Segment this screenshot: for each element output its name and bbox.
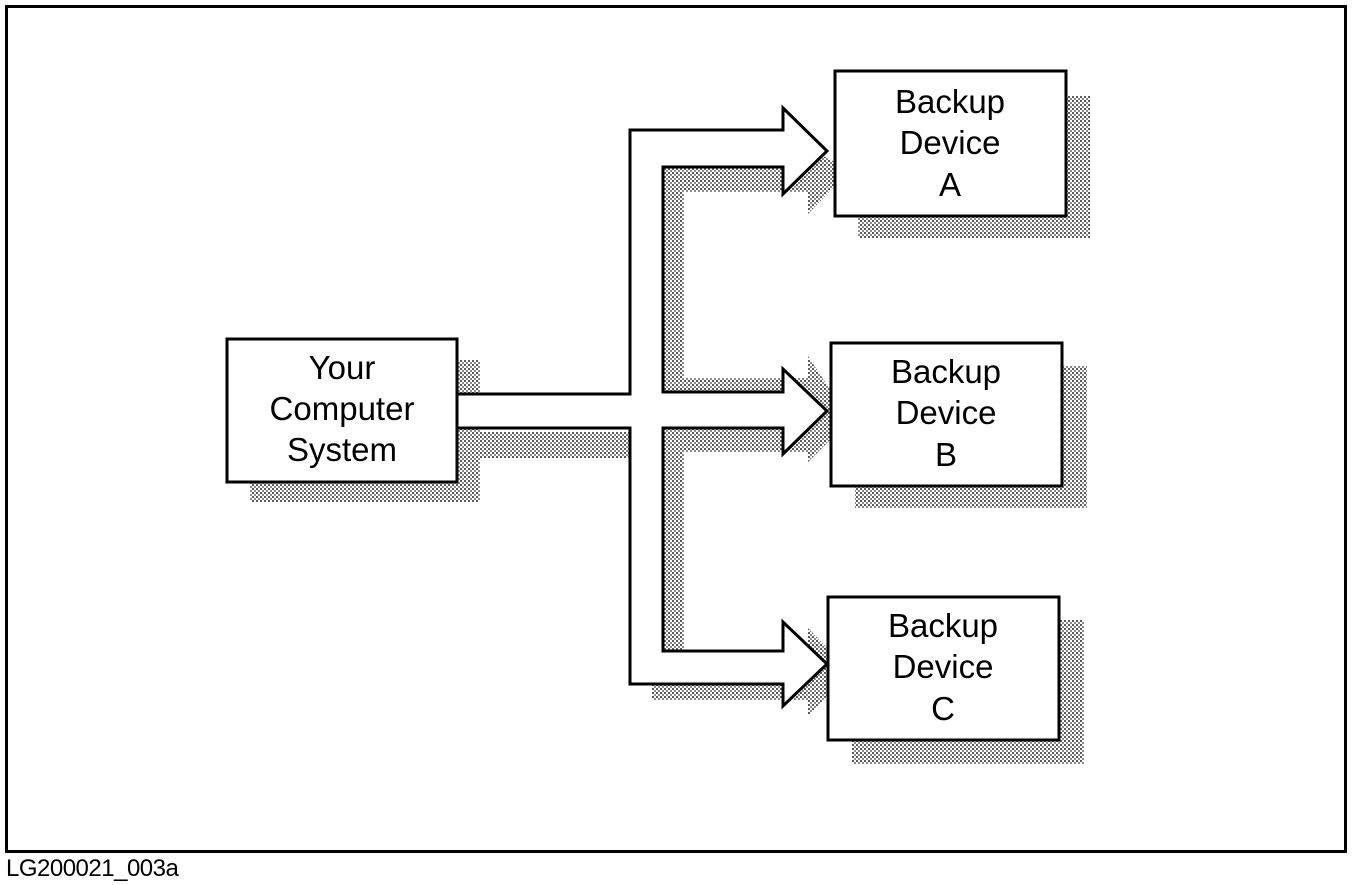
device-a-label-line-1: Backup [895, 83, 1005, 120]
device-b-label-line-2: Device [896, 394, 997, 431]
figure-id-caption: LG200021_003a [6, 855, 179, 882]
source-node-label-line-2: Computer [270, 390, 415, 427]
backup-device-b-node: Backup Device B [829, 341, 1064, 488]
connector-arrow [455, 104, 830, 710]
source-node-label-line-1: Your [309, 349, 376, 386]
device-c-label-line-2: Device [893, 648, 994, 685]
device-c-label-line-1: Backup [888, 607, 998, 644]
device-b-label-line-3: B [935, 436, 957, 473]
branch-arrows [455, 104, 830, 710]
source-node: Your Computer System [225, 337, 459, 484]
device-c-label-line-3: C [931, 690, 955, 727]
device-a-label-line-3: A [939, 166, 961, 203]
device-b-label-line-1: Backup [891, 353, 1001, 390]
backup-device-c-node: Backup Device C [826, 595, 1061, 742]
backup-device-a-node: Backup Device A [833, 69, 1068, 218]
source-node-label-line-3: System [287, 431, 397, 468]
device-a-label-line-2: Device [900, 124, 1001, 161]
